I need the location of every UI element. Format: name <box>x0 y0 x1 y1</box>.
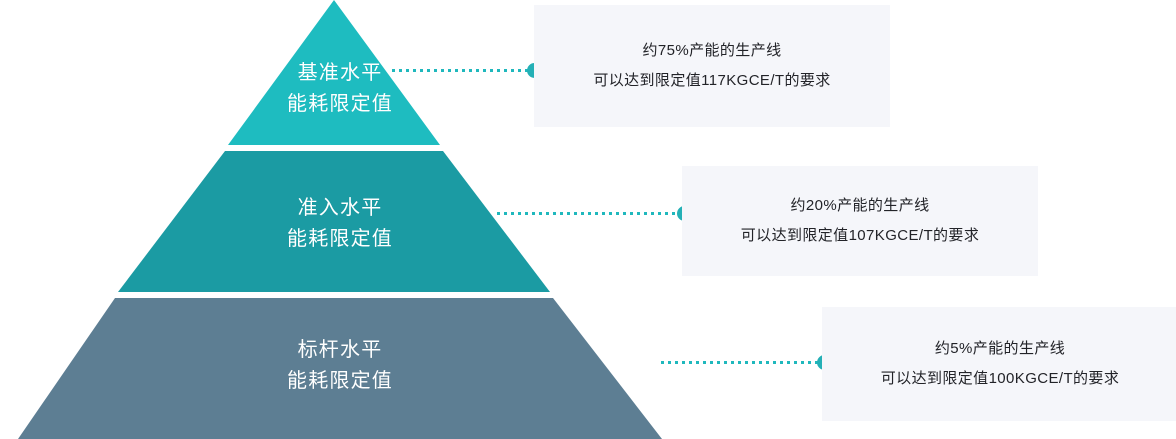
tier-label-bottom-line1: 标杆水平 <box>297 339 383 361</box>
tier-label-top-line2: 能耗限定值 <box>287 93 393 115</box>
pyramid-tier-bottom[interactable] <box>18 298 662 439</box>
tier-label-bottom-line2: 能耗限定值 <box>287 370 393 392</box>
callout-3-line1: 约5%产能的生产线 <box>934 340 1066 357</box>
connector-line-bottom <box>661 361 824 364</box>
tier-label-middle: 准入水平 能耗限定值 <box>258 193 422 255</box>
callout-box-bottom[interactable]: 约5%产能的生产线 可以达到限定值100KGCE/T的要求 <box>822 307 1176 421</box>
tier-label-middle-line2: 能耗限定值 <box>287 228 393 250</box>
pyramid-tier-middle[interactable] <box>118 151 550 292</box>
callout-3-line2: 可以达到限定值100KGCE/T的要求 <box>880 370 1120 387</box>
callout-box-middle[interactable]: 约20%产能的生产线 可以达到限定值107KGCE/T的要求 <box>682 166 1038 276</box>
callout-1-line1: 约75%产能的生产线 <box>642 42 782 59</box>
callout-1-line2: 可以达到限定值117KGCE/T的要求 <box>593 72 831 89</box>
connector-line-top <box>392 69 534 72</box>
callout-2-line1: 约20%产能的生产线 <box>790 197 930 214</box>
tier-label-top: 基准水平 能耗限定值 <box>258 58 422 120</box>
callout-2-line2: 可以达到限定值107KGCE/T的要求 <box>740 227 980 244</box>
tier-label-top-line1: 基准水平 <box>297 62 383 84</box>
tier-label-middle-line1: 准入水平 <box>297 197 383 219</box>
connector-line-middle <box>497 212 684 215</box>
tier-label-bottom: 标杆水平 能耗限定值 <box>258 335 422 397</box>
pyramid-tier-top[interactable] <box>228 0 440 145</box>
callout-box-top[interactable]: 约75%产能的生产线 可以达到限定值117KGCE/T的要求 <box>534 5 890 127</box>
